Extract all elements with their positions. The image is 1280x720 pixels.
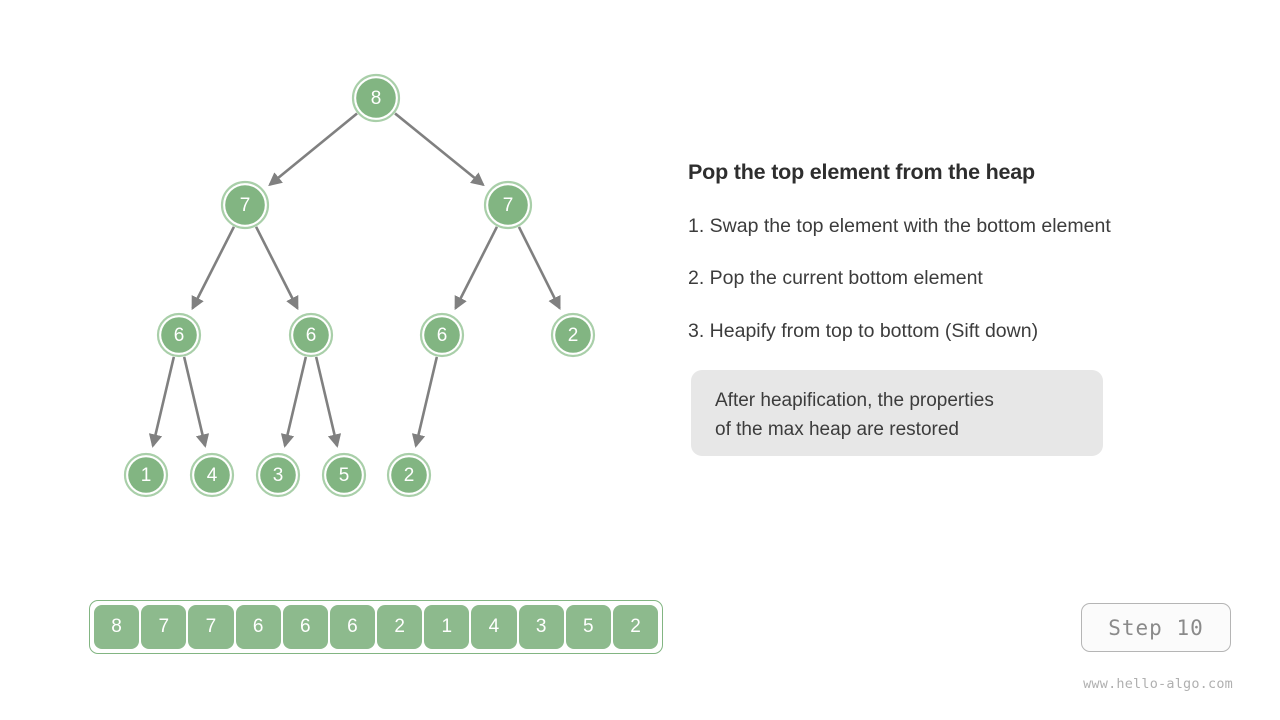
explanation-panel: Pop the top element from the heap 1. Swa…	[688, 160, 1248, 343]
tree-node-2: 7	[483, 180, 533, 230]
array-cell-11: 2	[612, 605, 659, 649]
tree-node-10: 5	[321, 452, 367, 498]
node-circle	[488, 185, 528, 225]
tree-edge-4-9	[280, 356, 308, 448]
node-circle	[293, 317, 329, 353]
step-item-2: 2. Pop the current bottom element	[688, 267, 983, 290]
array-cell-3: 6	[235, 605, 281, 649]
node-ring	[189, 452, 235, 498]
array-cell-9: 3	[518, 605, 564, 649]
node-label: 6	[174, 325, 185, 346]
node-circle	[326, 457, 362, 493]
array-cell-2: 7	[188, 605, 234, 649]
node-label: 7	[503, 195, 514, 216]
node-label: 2	[404, 465, 415, 486]
node-ring	[386, 452, 432, 498]
tree-node-5: 6	[419, 312, 465, 358]
tree-node-11: 2	[386, 452, 432, 498]
array-cell-10: 5	[565, 605, 611, 649]
tree-edge-0-1	[268, 112, 358, 187]
array-cell-0: 8	[94, 605, 140, 649]
node-circle	[424, 317, 460, 353]
node-circle	[128, 457, 164, 493]
node-ring	[255, 452, 301, 498]
tree-edge-1-4	[254, 226, 299, 311]
node-circle	[356, 78, 396, 118]
array-cell-8: 4	[471, 605, 517, 649]
tree-node-9: 3	[255, 452, 301, 498]
tree-edge-2-5	[454, 226, 499, 311]
node-ring	[220, 180, 270, 230]
node-ring	[483, 180, 533, 230]
node-circle	[391, 457, 427, 493]
node-label: 8	[371, 88, 382, 109]
tree-node-0: 8	[351, 73, 401, 123]
node-ring	[156, 312, 202, 358]
step-list: 1. Swap the top element with the bottom …	[688, 214, 1248, 343]
node-ring	[288, 312, 334, 358]
tree-edge-3-7	[148, 356, 176, 448]
node-circle	[225, 185, 265, 225]
node-circle	[161, 317, 197, 353]
tree-node-4: 6	[288, 312, 334, 358]
node-ring	[419, 312, 465, 358]
node-circle	[194, 457, 230, 493]
array-cell-6: 2	[377, 605, 423, 649]
node-label: 2	[568, 325, 579, 346]
tree-edge-4-10	[314, 356, 342, 448]
node-circle	[260, 457, 296, 493]
tree-node-1: 7	[220, 180, 270, 230]
tree-node-7: 1	[123, 452, 169, 498]
array-cell-1: 7	[141, 605, 187, 649]
tree-edge-1-3	[191, 226, 236, 311]
node-ring	[351, 73, 401, 123]
array-cell-5: 6	[329, 605, 376, 649]
array-cell-4: 6	[282, 605, 328, 649]
watermark: www.hello-algo.com	[1083, 676, 1233, 692]
page-title: Pop the top element from the heap	[688, 160, 1035, 184]
node-ring	[321, 452, 367, 498]
node-label: 6	[437, 325, 448, 346]
status-badge: Step 10	[1081, 603, 1231, 652]
callout-text: After heapification, the properties of t…	[715, 390, 994, 440]
array-cell-7: 1	[424, 605, 470, 649]
heap-tree-diagram: 8 7 7 6 6 6 2 1 4 3 5 2	[123, 73, 596, 498]
node-label: 3	[273, 465, 284, 486]
node-label: 5	[339, 465, 350, 486]
node-label: 1	[141, 465, 152, 486]
step-item-1: 1. Swap the top element with the bottom …	[688, 214, 1111, 237]
node-label: 4	[207, 465, 218, 486]
node-circle	[555, 317, 591, 353]
tree-edge-2-6	[517, 226, 561, 311]
tree-edge-5-11	[411, 356, 439, 448]
tree-node-6: 2	[550, 312, 596, 358]
step-item-3: 3. Heapify from top to bottom (Sift down…	[688, 319, 1039, 342]
node-label: 6	[306, 325, 317, 346]
node-ring	[550, 312, 596, 358]
callout-box: After heapification, the properties of t…	[691, 370, 1103, 456]
tree-node-3: 6	[156, 312, 202, 358]
tree-node-8: 4	[189, 452, 235, 498]
tree-edge-layer	[148, 112, 561, 448]
tree-edge-3-8	[182, 356, 210, 448]
node-label: 7	[240, 195, 251, 216]
node-ring	[123, 452, 169, 498]
tree-edge-0-2	[394, 112, 485, 187]
tree-node-layer: 8 7 7 6 6 6 2 1 4 3 5 2	[123, 73, 596, 498]
